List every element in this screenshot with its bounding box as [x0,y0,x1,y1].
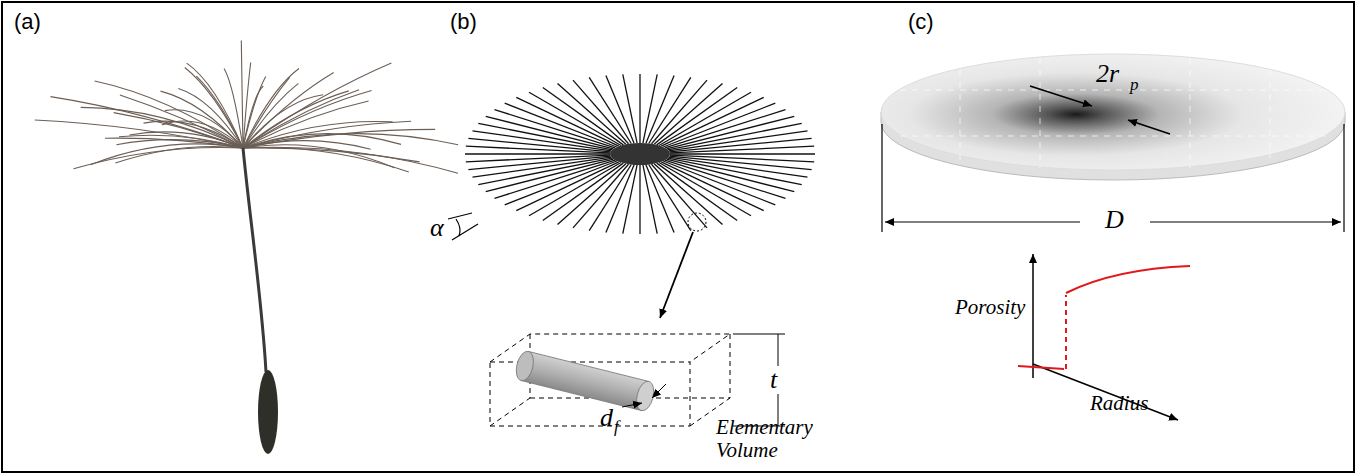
fibre [35,120,243,148]
fibre [178,89,243,149]
fibre [505,103,617,147]
radial-fibers [465,74,815,234]
fibre [573,80,629,144]
panel-label: (a) [14,10,41,34]
fibre [486,159,614,192]
angle-mark [448,213,478,240]
porous-disc [881,54,1345,170]
fibre [663,161,775,205]
diameter-symbol: D [1105,206,1124,235]
angle-symbol: α [430,214,444,243]
core-radius-mark [1030,86,1170,134]
fibre [243,147,409,171]
fibre [558,164,626,225]
fibre [529,163,621,216]
fibre [558,83,626,144]
fibre-cylinder [513,350,656,413]
fibre [243,86,263,148]
fibre [649,77,691,143]
seed [258,370,278,454]
fibre [543,88,624,145]
fibre [473,131,612,151]
fibre [654,164,722,225]
fibre [659,92,751,145]
fibre [243,63,391,148]
fibre [243,73,334,149]
thickness-dimension [733,334,785,426]
zoom-arrow [660,232,693,318]
fibre [669,157,808,177]
fibre [652,164,708,228]
fibre [243,69,299,149]
axis-label: Porosity [955,296,1025,319]
fibre [478,123,612,149]
fibre [224,69,243,148]
volume-caption: Elementary Volume [716,416,806,462]
fibre [668,158,802,184]
fibre [114,113,243,148]
fibre [243,147,458,173]
fibre [243,129,435,148]
diameter-symbol: d [600,404,613,433]
diameter-subscript: f [614,418,619,437]
disc-centre [610,143,670,165]
panel-label: (b) [450,10,477,34]
zoom-circle [688,213,706,231]
fibre [81,107,243,148]
fibre [466,155,610,162]
fibre [243,91,349,148]
fibre [243,134,458,148]
core-radius-symbol: 2r [1096,60,1119,89]
porosity-curve [1018,266,1190,369]
fibre [670,153,815,154]
panel-label: (c) [908,10,934,34]
fibre [657,163,738,220]
fibre [243,77,266,149]
fibre [465,153,610,154]
thickness-symbol: t [770,366,777,395]
fibre [623,74,637,143]
disc-grid [900,58,1330,168]
diameter-mark [622,384,666,407]
fibre [667,116,795,149]
stalk [243,148,266,372]
fibre [243,63,251,149]
fibre [241,40,243,148]
fibre [74,147,244,168]
fibre [670,146,814,153]
fibre [51,97,244,148]
fibre [243,77,290,148]
fibre [243,145,394,168]
fibre [654,83,722,144]
fibre [589,165,631,231]
axis-label: Radius [1090,392,1148,415]
pappus-fibers [35,40,458,173]
fibre [243,91,372,149]
fibre [643,165,657,234]
core-radius-subscript: p [1130,76,1139,95]
fibre [639,165,640,234]
fibre [639,74,640,143]
